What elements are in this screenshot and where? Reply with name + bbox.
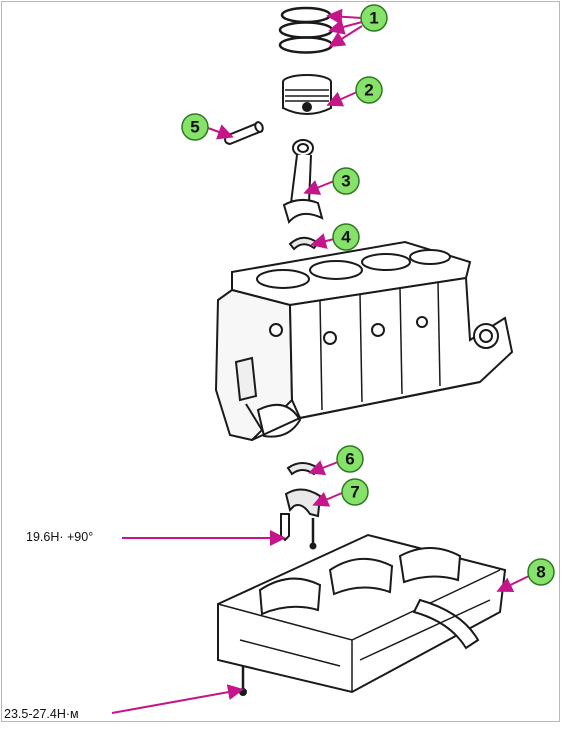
callout-7: 7 xyxy=(341,478,369,506)
callout-5: 5 xyxy=(181,113,209,141)
oil-pan-bolt xyxy=(239,666,247,696)
piston xyxy=(282,74,332,115)
callout-3: 3 xyxy=(332,167,360,195)
connecting-rod xyxy=(282,139,324,225)
piston-pin xyxy=(224,121,264,146)
lower-crankcase xyxy=(217,533,507,694)
svg-text:1: 1 xyxy=(369,9,378,28)
callout-2: 2 xyxy=(355,76,383,104)
svg-text:5: 5 xyxy=(190,118,199,137)
cylinder-block xyxy=(214,240,514,442)
svg-text:7: 7 xyxy=(350,483,359,502)
main-bearing-lower xyxy=(284,488,322,518)
svg-text:2: 2 xyxy=(364,81,373,100)
piston-rings xyxy=(278,6,334,54)
svg-text:8: 8 xyxy=(536,563,545,582)
callout-4: 4 xyxy=(332,223,360,251)
leader-lines xyxy=(111,8,530,714)
callout-8: 8 xyxy=(527,558,555,586)
main-cap-bolts xyxy=(280,513,317,550)
svg-text:4: 4 xyxy=(341,228,351,247)
svg-text:6: 6 xyxy=(345,450,354,469)
torque-spec-pan-bolt: 23.5-27.4Н·м xyxy=(4,707,79,721)
callout-6: 6 xyxy=(336,445,364,473)
callout-1: 1 xyxy=(360,4,388,32)
torque-spec-main-bolt: 19.6Н· +90° xyxy=(26,530,94,544)
svg-text:3: 3 xyxy=(341,172,350,191)
rod-bearing-shell xyxy=(288,236,320,251)
